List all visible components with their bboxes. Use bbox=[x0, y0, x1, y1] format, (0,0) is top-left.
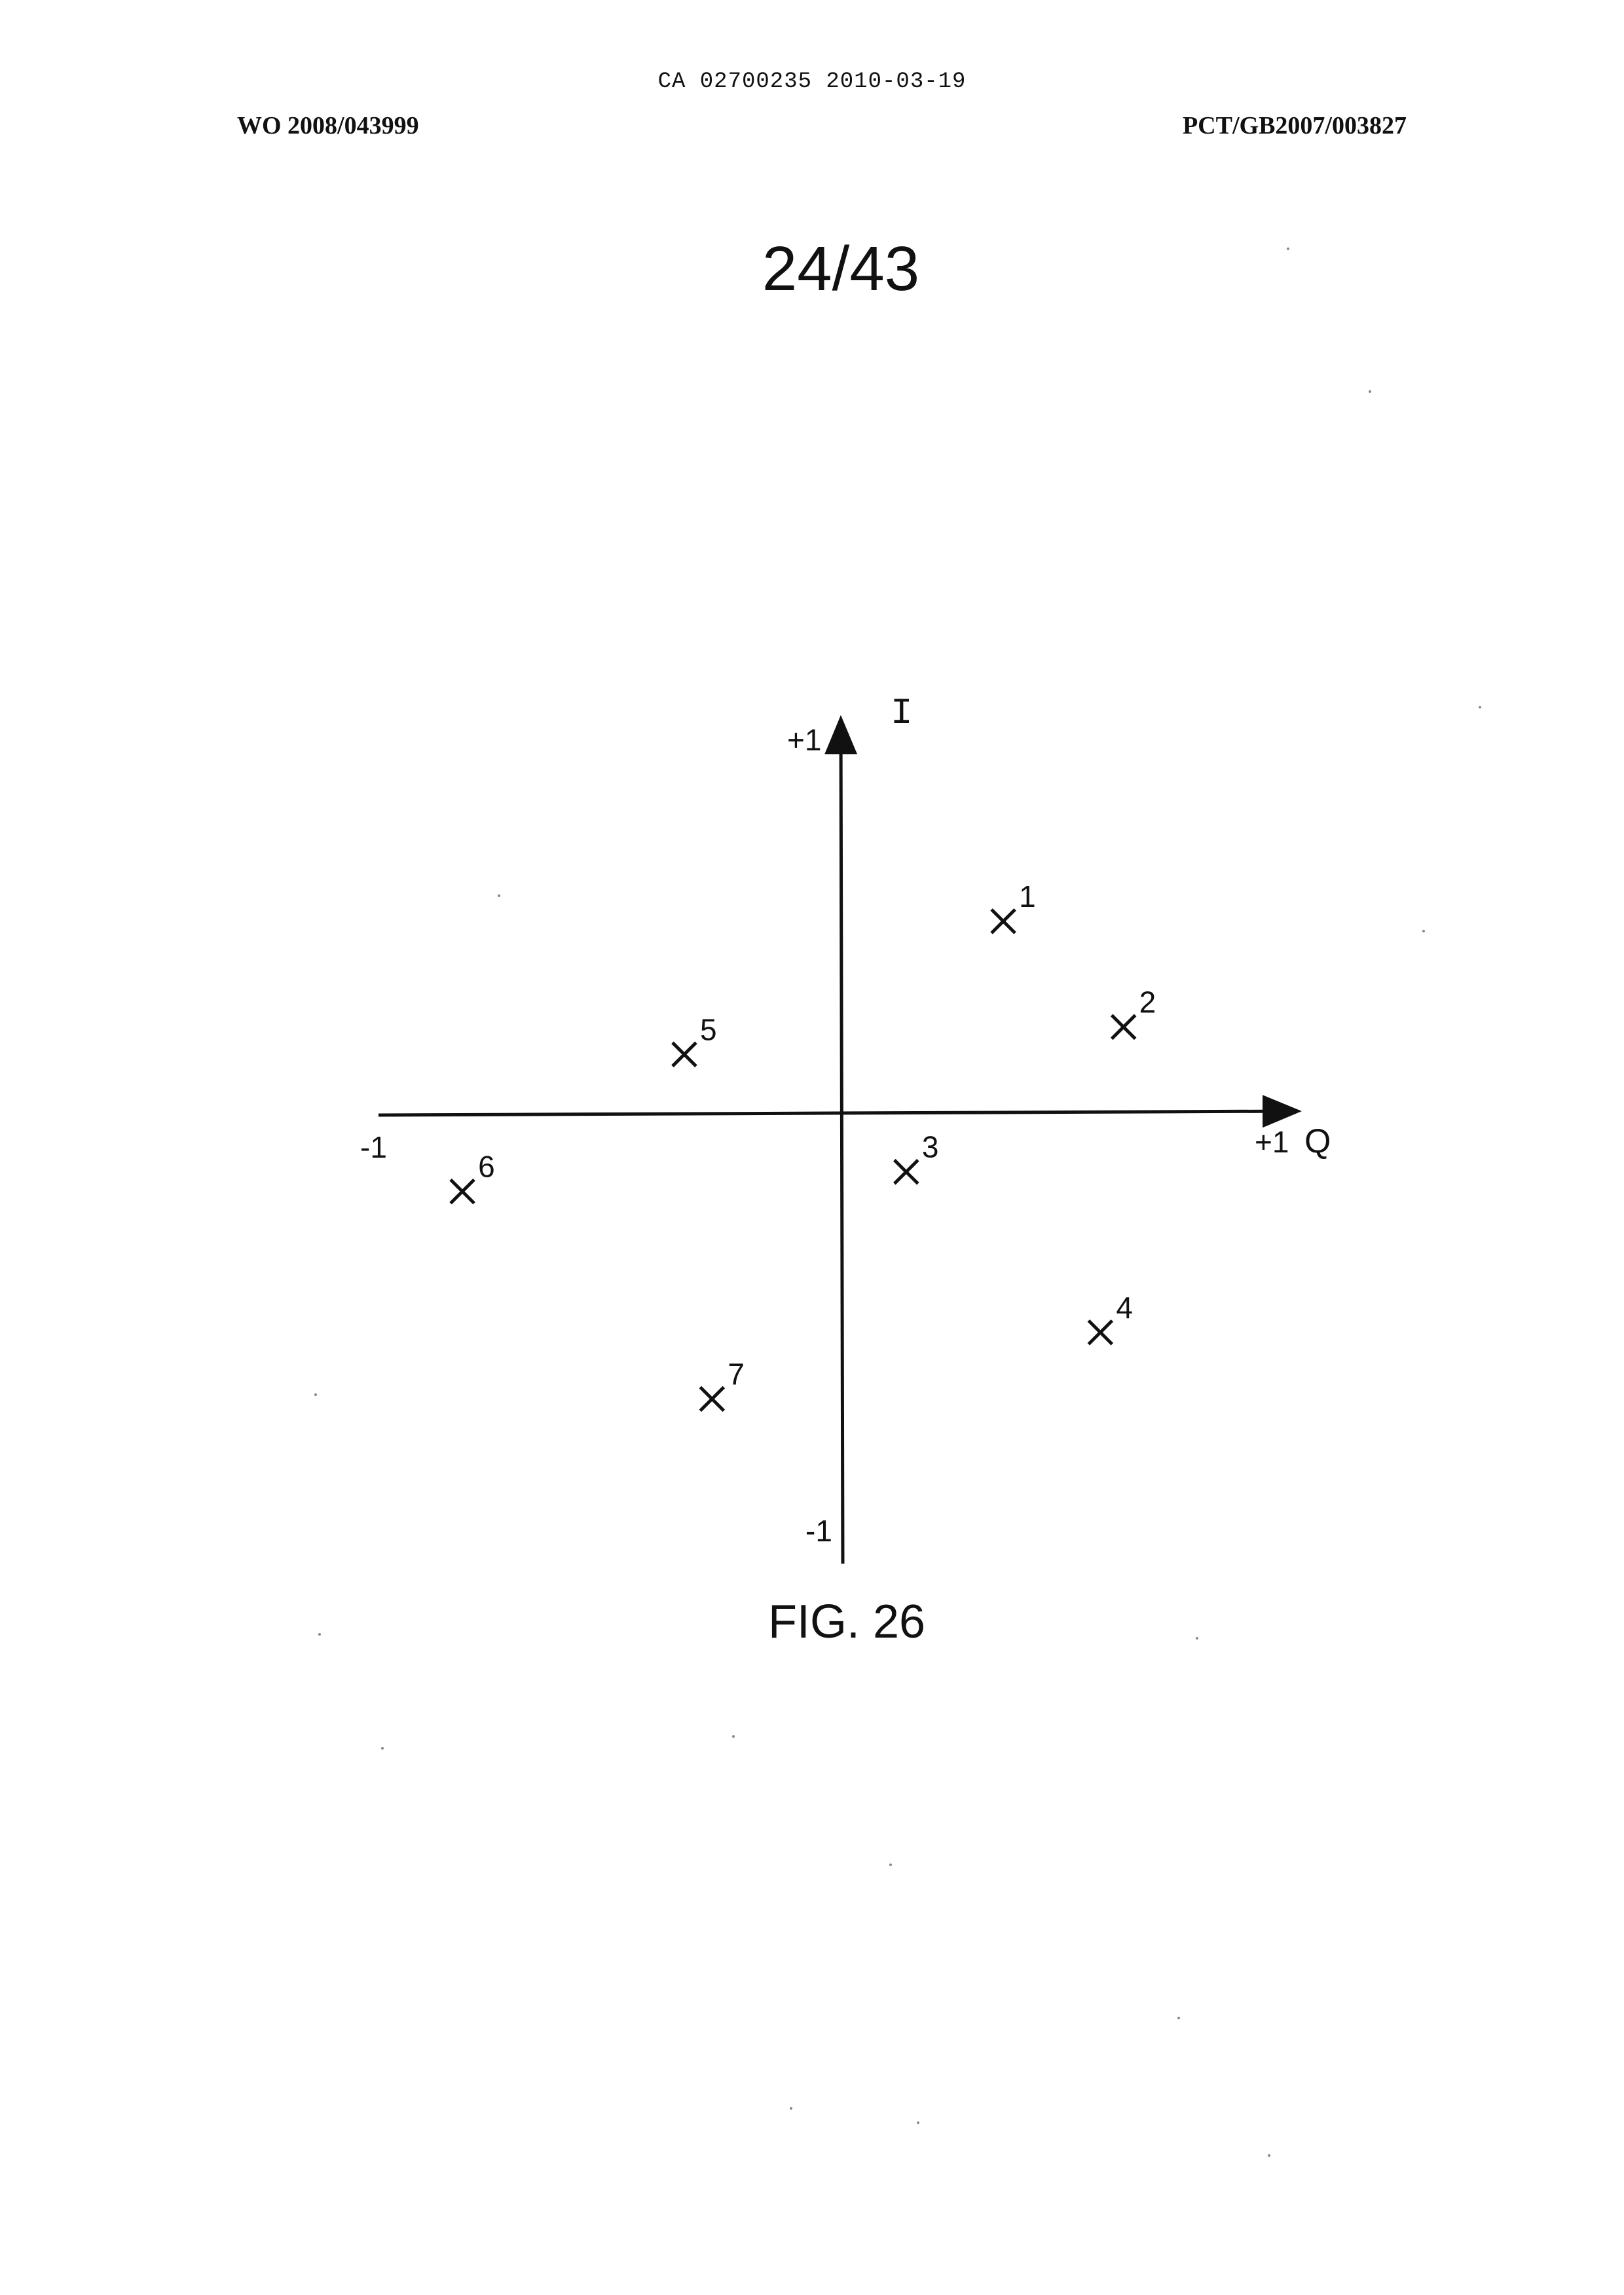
constellation-point-1: 1 bbox=[991, 879, 1036, 933]
point-label-1: 1 bbox=[1019, 879, 1036, 913]
scan-speck bbox=[732, 1735, 735, 1738]
scan-speck bbox=[1268, 2154, 1270, 2157]
scan-speck bbox=[318, 1633, 321, 1636]
q-axis-label: Q bbox=[1304, 1122, 1331, 1160]
scan-speck bbox=[1479, 706, 1481, 708]
i-axis-plus-tick: +1 bbox=[787, 723, 821, 757]
scan-speck bbox=[790, 2107, 792, 2110]
q-axis bbox=[378, 1111, 1295, 1115]
scan-speck bbox=[889, 1864, 892, 1866]
scan-speck bbox=[1369, 390, 1371, 393]
point-label-5: 5 bbox=[700, 1012, 717, 1046]
point-label-2: 2 bbox=[1139, 985, 1156, 1019]
scan-speck bbox=[314, 1393, 317, 1396]
i-axis bbox=[841, 722, 843, 1564]
constellation-point-7: 7 bbox=[700, 1357, 745, 1411]
scan-speck bbox=[1196, 1637, 1198, 1640]
point-label-4: 4 bbox=[1116, 1291, 1133, 1325]
point-label-3: 3 bbox=[922, 1130, 939, 1164]
scan-speck bbox=[498, 894, 500, 897]
figure-caption: FIG. 26 bbox=[0, 1595, 1624, 1649]
i-axis-minus-tick: -1 bbox=[805, 1514, 832, 1548]
point-label-7: 7 bbox=[728, 1357, 745, 1391]
point-label-6: 6 bbox=[478, 1150, 495, 1184]
constellation-point-6: 6 bbox=[451, 1150, 495, 1203]
scan-speck bbox=[1287, 248, 1289, 250]
scan-speck bbox=[917, 2121, 919, 2124]
scan-speck bbox=[381, 1747, 384, 1750]
constellation-points: 1 2 3 4 5 6 7 bbox=[451, 879, 1156, 1411]
scan-speck bbox=[1422, 930, 1425, 932]
constellation-point-2: 2 bbox=[1112, 985, 1156, 1038]
q-axis-minus-tick: -1 bbox=[360, 1130, 387, 1164]
i-axis-label: I bbox=[891, 692, 913, 734]
constellation-point-4: 4 bbox=[1088, 1291, 1133, 1344]
constellation-point-3: 3 bbox=[895, 1130, 939, 1184]
constellation-point-5: 5 bbox=[673, 1012, 717, 1066]
scan-speck bbox=[1177, 2017, 1180, 2019]
q-axis-plus-tick: +1 bbox=[1255, 1125, 1289, 1159]
